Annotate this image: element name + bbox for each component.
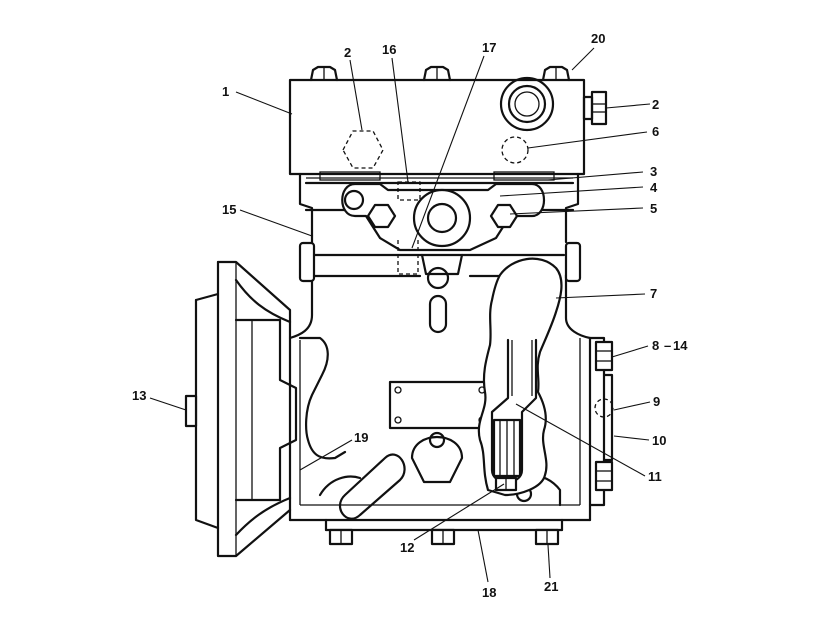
- cylinder-head: [288, 65, 608, 176]
- callout-21: 21: [544, 579, 558, 594]
- cover-bolt-top: [594, 340, 614, 372]
- callout-13: 13: [132, 388, 146, 403]
- callout-19: 19: [354, 430, 368, 445]
- callout-14: 14: [673, 338, 688, 353]
- callout-labels: 1 2 16 17 20 2 6 3 4 5 15 7 8 – 14 9 10 …: [132, 31, 688, 600]
- callout-11: 11: [648, 469, 662, 484]
- callout-17: 17: [482, 40, 496, 55]
- valve-nut-right: [489, 203, 519, 229]
- callout-15: 15: [222, 202, 236, 217]
- callout-8: 8: [652, 338, 659, 353]
- base-bolt-3: [534, 528, 560, 546]
- callout-12: 12: [400, 540, 414, 555]
- cover-bolt-bottom: [594, 460, 614, 492]
- valve-body: [341, 181, 546, 252]
- crankcase-block: [288, 234, 592, 522]
- callout-7: 7: [650, 286, 657, 301]
- base-bolt-2: [430, 528, 456, 546]
- head-bolt-center: [422, 65, 452, 82]
- cutaway-section: [477, 257, 563, 497]
- side-fitting: [582, 90, 608, 126]
- head-bolt-right: [541, 65, 571, 82]
- callout-8-14-separator: –: [664, 338, 671, 353]
- callout-10: 10: [652, 433, 666, 448]
- hidden-plunger: [397, 181, 421, 201]
- callout-16: 16: [382, 42, 396, 57]
- connecting-rod: [490, 338, 538, 492]
- hidden-hex-plug: [342, 130, 384, 169]
- bottom-cover: [324, 518, 564, 546]
- hidden-passage: [397, 240, 419, 275]
- discharge-port: [499, 76, 555, 132]
- drive-flange: [184, 260, 298, 558]
- valve-nut-left: [366, 203, 397, 229]
- head-bolt-left: [309, 65, 339, 82]
- hidden-cover-bolt: [594, 398, 614, 418]
- cross-rail: [298, 241, 582, 283]
- leader-lines: [149, 47, 651, 583]
- callout-4: 4: [650, 180, 658, 195]
- callout-20: 20: [591, 31, 605, 46]
- base-bolt-1: [328, 528, 354, 546]
- callout-5: 5: [650, 201, 657, 216]
- callout-2-right: 2: [652, 97, 659, 112]
- callout-3: 3: [650, 164, 657, 179]
- oil-slot: [338, 453, 406, 520]
- drive-shaft: [184, 394, 198, 428]
- hidden-round-plug: [501, 136, 529, 164]
- id-plate: [388, 380, 492, 430]
- callout-9: 9: [653, 394, 660, 409]
- callout-6: 6: [652, 124, 659, 139]
- drain-boss: [410, 431, 464, 484]
- callout-18: 18: [482, 585, 496, 600]
- callout-1: 1: [222, 84, 229, 99]
- end-cover: [588, 336, 614, 507]
- callout-2-top: 2: [344, 45, 351, 60]
